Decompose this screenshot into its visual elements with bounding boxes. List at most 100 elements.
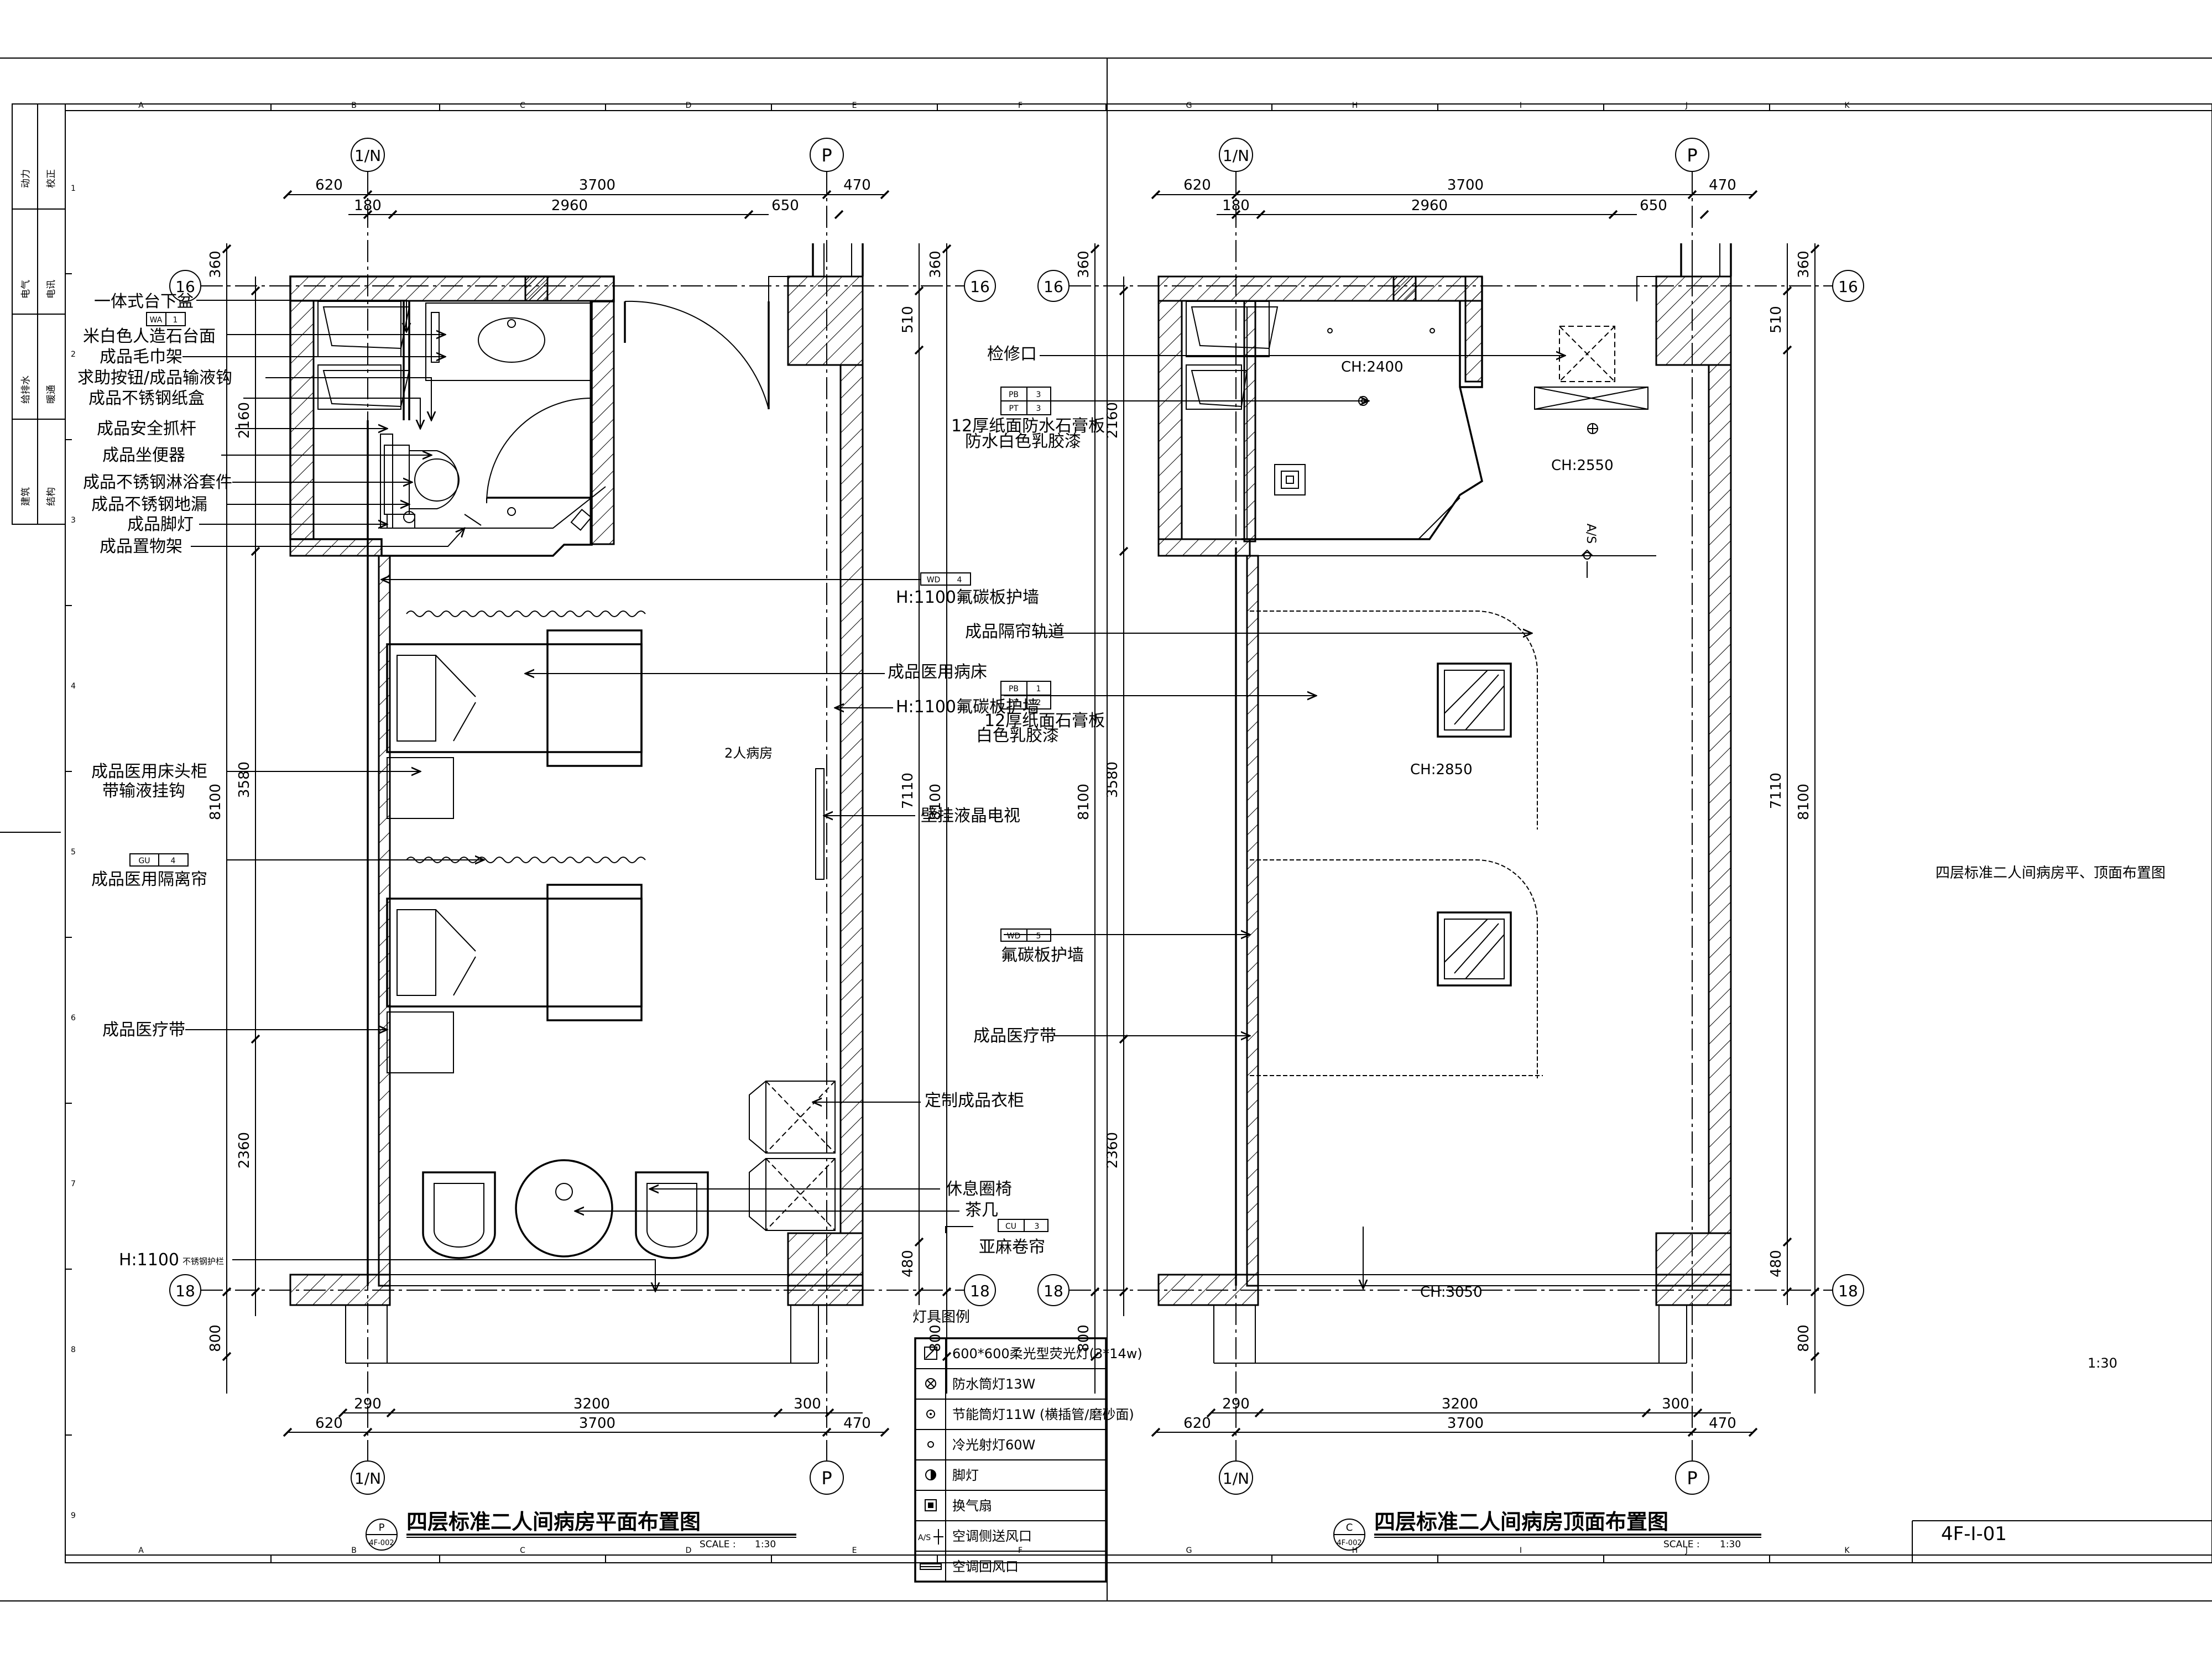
grid-column-letter: A [138, 101, 144, 110]
revision-cell: 暖通 [46, 385, 57, 404]
callouts-right: H:1100氟碳板护墙 成品医用病床 H:1100氟碳板护墙 壁挂液晶电视 定制… [888, 588, 1045, 1257]
lights-bathroom [1327, 328, 1598, 434]
svg-text:CU: CU [1005, 1222, 1016, 1231]
material-tag: WD 4 [920, 572, 971, 586]
legend-label: 空调回风口 [952, 1559, 1019, 1574]
svg-text:3: 3 [1035, 1222, 1040, 1231]
curtain-track [1250, 611, 1543, 1078]
svg-text:GU: GU [138, 857, 150, 865]
axis-bubble: P [1675, 1460, 1709, 1495]
axis-bubble: P [810, 1460, 844, 1495]
grid-column-letter: H [1352, 101, 1358, 110]
svg-text:四层标准二人间病房平面布置图: 四层标准二人间病房平面布置图 [406, 1510, 701, 1534]
exhaust-fan-icon [1274, 464, 1306, 495]
axis-bubble: 1/N [351, 1460, 385, 1495]
callout-label: 成品隔帘轨道 [965, 622, 1065, 641]
svg-text:360: 360 [1076, 251, 1092, 278]
svg-text:2160: 2160 [236, 402, 253, 439]
axis-bubble: 18 [964, 1274, 996, 1306]
svg-text:8100: 8100 [1076, 784, 1092, 820]
svg-text:A/S: A/S [918, 1533, 931, 1542]
svg-text:3: 3 [1036, 390, 1041, 399]
svg-text:1/N: 1/N [354, 1469, 381, 1488]
svg-text:3580: 3580 [1104, 761, 1121, 798]
svg-text:A/S: A/S [1584, 524, 1598, 544]
bedside-cabinet [387, 757, 454, 819]
patient-bed [386, 629, 643, 767]
legend-label: 空调侧送风口 [952, 1528, 1032, 1544]
grid-row-number: 1 [71, 184, 76, 193]
grid-row-number: 2 [71, 350, 76, 359]
privacy-curtain [406, 611, 646, 863]
svg-text:16: 16 [1838, 278, 1858, 296]
svg-text:4: 4 [171, 857, 176, 865]
axis-bubble: 1/N [1219, 138, 1253, 172]
svg-text:PB: PB [1009, 390, 1019, 399]
svg-text:620: 620 [315, 177, 343, 194]
svg-text:8100: 8100 [927, 784, 944, 820]
svg-text:18: 18 [175, 1282, 195, 1300]
ceiling-height-labels: CH:2400 CH:2550 CH:2850 CH:3050 [1341, 359, 1614, 1301]
callout-label: 白色乳胶漆 [976, 726, 1059, 745]
svg-text:1/N: 1/N [354, 147, 381, 165]
svg-text:510: 510 [1768, 306, 1785, 333]
revision-cell: 给排水 [20, 375, 32, 404]
axis-bubble: 18 [169, 1274, 201, 1306]
svg-text:16: 16 [970, 278, 990, 296]
svg-text:PT: PT [1009, 698, 1019, 707]
svg-text:800: 800 [207, 1324, 224, 1352]
lounge-chair [635, 1171, 709, 1259]
grid-column-letter: D [686, 1546, 692, 1555]
dimension-bottom: 290 3200 300 620 3700 470 [283, 1396, 890, 1437]
svg-text:18: 18 [970, 1282, 990, 1300]
grid-column-letter: C [520, 1546, 525, 1555]
walls [1157, 243, 1732, 1364]
svg-text:180: 180 [354, 197, 382, 214]
svg-text:4F-002: 4F-002 [369, 1539, 394, 1547]
callout-label: 成品置物架 [100, 537, 182, 556]
svg-text:300: 300 [794, 1396, 821, 1412]
grid-column-letter: A [138, 1546, 144, 1555]
svg-text:18: 18 [1044, 1282, 1063, 1300]
callouts-ceiling: 检修口 12厚纸面防水石膏板 防水白色乳胶漆 成品隔帘轨道 12厚纸面石膏板 白… [951, 345, 1105, 1046]
axis-bubble: 16 [1037, 270, 1070, 302]
callout-label: 壁挂液晶电视 [921, 806, 1020, 826]
grid-column-letter: F [1018, 101, 1022, 110]
svg-text:3700: 3700 [579, 1415, 615, 1432]
material-tag: WD 5 [1000, 928, 1051, 942]
svg-text:3700: 3700 [1447, 177, 1484, 194]
svg-text:1:30: 1:30 [755, 1539, 776, 1550]
svg-text:2: 2 [1036, 698, 1041, 707]
waterproof-downlight-icon [925, 1378, 936, 1389]
svg-text:5: 5 [1036, 932, 1041, 941]
leader-lines-ceiling [1004, 356, 1565, 1288]
callout-label: 成品安全抓杆 [97, 419, 196, 439]
callout-label: 成品坐便器 [102, 446, 185, 465]
grid-light-icon [924, 1347, 937, 1360]
revision-cell: 建筑 [20, 487, 32, 506]
leader-lines-left [182, 300, 655, 1291]
svg-text:470: 470 [1709, 1415, 1736, 1432]
revision-cell: 校正 [46, 169, 57, 188]
grid-row-number: 3 [71, 516, 76, 525]
callout-label: 定制成品衣柜 [925, 1091, 1024, 1110]
grid-column-letter: J [1685, 101, 1688, 110]
svg-text:470: 470 [1709, 177, 1736, 194]
ceiling-plan: 1/N P 16 16 18 18 1/N P [951, 138, 1864, 1551]
wall-tv [815, 768, 825, 880]
ac-side-supply-icon: A/S [918, 1529, 943, 1545]
energy-downlight-icon [926, 1410, 935, 1418]
bathroom-fixtures [317, 301, 592, 531]
grid-row-number: 5 [71, 848, 76, 857]
dimension-left: 360 2160 8100 3580 2360 800 [1076, 243, 1129, 1394]
revision-cell: 电气 [20, 280, 32, 299]
grid-row-number: 8 [71, 1345, 76, 1354]
callout-label: 成品不锈钢淋浴套件 [83, 473, 232, 492]
callout-label: 带输液挂钩 [102, 781, 185, 801]
grid-column-letter: D [686, 101, 692, 110]
dimension-left: 360 2160 8100 3580 2360 800 [207, 243, 260, 1394]
bedside-cabinet [387, 1011, 454, 1073]
material-tag: WA 1 [146, 312, 186, 326]
svg-text:3700: 3700 [1447, 1415, 1484, 1432]
sheet-side-title: 四层标准二人间病房平、顶面布置图 [1936, 865, 2166, 881]
